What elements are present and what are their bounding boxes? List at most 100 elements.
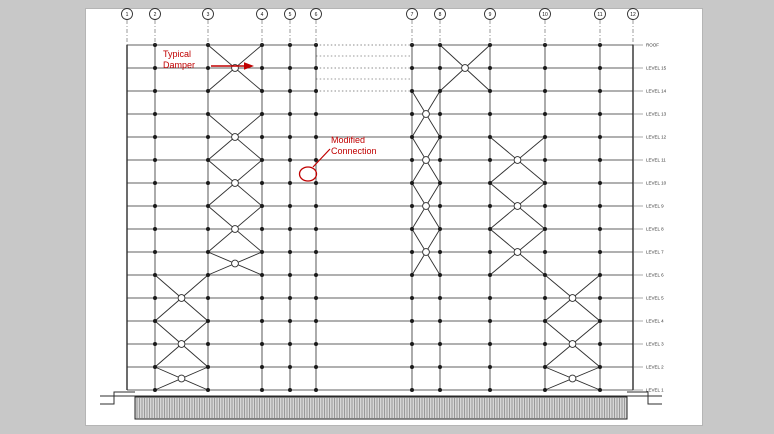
connection-dot bbox=[260, 135, 264, 139]
connection-dot bbox=[488, 388, 492, 392]
connection-dot bbox=[488, 273, 492, 277]
connection-dot bbox=[543, 388, 547, 392]
connection-dot bbox=[153, 250, 157, 254]
connection-dot bbox=[153, 158, 157, 162]
connection-dot bbox=[543, 89, 547, 93]
modified-connection-label-line1: Modified bbox=[331, 135, 365, 145]
grid-bubble-label: 11 bbox=[597, 12, 602, 18]
connection-nodes bbox=[153, 43, 602, 392]
connection-dot bbox=[153, 66, 157, 70]
grid-bubble bbox=[627, 8, 639, 20]
damper-node bbox=[513, 248, 522, 256]
grid-bubble bbox=[539, 8, 551, 20]
connection-dot bbox=[153, 112, 157, 116]
connection-dot bbox=[260, 365, 264, 369]
connection-dot bbox=[314, 89, 318, 93]
connection-dot bbox=[153, 135, 157, 139]
connection-dot bbox=[410, 250, 414, 254]
connection-dot bbox=[206, 181, 210, 185]
connection-dot bbox=[288, 181, 292, 185]
level-label: LEVEL 15 bbox=[646, 66, 667, 71]
damper-node bbox=[177, 294, 186, 302]
grid-bubble bbox=[406, 8, 418, 20]
connection-dot bbox=[488, 66, 492, 70]
damper-node bbox=[177, 374, 186, 383]
connection-dot bbox=[543, 112, 547, 116]
level-label: LEVEL 5 bbox=[646, 296, 664, 301]
connection-dot bbox=[598, 250, 602, 254]
level-label: LEVEL 6 bbox=[646, 273, 664, 278]
connection-dot bbox=[206, 112, 210, 116]
connection-dot bbox=[598, 296, 602, 300]
level-label: ROOF bbox=[646, 43, 659, 48]
connection-dot bbox=[260, 319, 264, 323]
connection-dot bbox=[314, 204, 318, 208]
connection-dot bbox=[206, 296, 210, 300]
connection-dot bbox=[260, 158, 264, 162]
connection-dot bbox=[598, 135, 602, 139]
grid-bubble-label: 6 bbox=[315, 12, 318, 18]
connection-dot bbox=[410, 135, 414, 139]
connection-dot bbox=[543, 204, 547, 208]
damper-node bbox=[177, 340, 186, 348]
connection-dot bbox=[488, 89, 492, 93]
connection-dot bbox=[206, 227, 210, 231]
damper-node bbox=[422, 156, 430, 164]
connection-dot bbox=[260, 227, 264, 231]
connection-dot bbox=[488, 112, 492, 116]
connection-dot bbox=[488, 181, 492, 185]
connection-dot bbox=[260, 250, 264, 254]
connection-dot bbox=[206, 319, 210, 323]
damper-node bbox=[231, 133, 239, 141]
connection-dot bbox=[260, 89, 264, 93]
connection-dot bbox=[438, 296, 442, 300]
level-label: LEVEL 2 bbox=[646, 365, 664, 370]
level-label: LEVEL 12 bbox=[646, 135, 667, 140]
level-label: LEVEL 11 bbox=[646, 158, 666, 163]
level-label: LEVEL 1 bbox=[646, 388, 664, 393]
connection-dot bbox=[288, 388, 292, 392]
connection-dot bbox=[314, 296, 318, 300]
connection-dot bbox=[438, 250, 442, 254]
grid-bubble bbox=[149, 8, 161, 20]
damper-node bbox=[422, 202, 430, 210]
connection-dot bbox=[206, 273, 210, 277]
connection-dot bbox=[488, 158, 492, 162]
connection-dot bbox=[314, 342, 318, 346]
connection-dot bbox=[438, 135, 442, 139]
connection-dot bbox=[206, 135, 210, 139]
connection-dot bbox=[288, 204, 292, 208]
connection-dot bbox=[543, 319, 547, 323]
connection-dot bbox=[488, 135, 492, 139]
connection-dot bbox=[153, 342, 157, 346]
damper-node bbox=[568, 374, 577, 383]
connection-dot bbox=[488, 227, 492, 231]
connection-dot bbox=[260, 112, 264, 116]
connection-dot bbox=[543, 181, 547, 185]
connection-dot bbox=[438, 365, 442, 369]
connection-dot bbox=[206, 342, 210, 346]
connection-dot bbox=[410, 365, 414, 369]
connection-dot bbox=[260, 342, 264, 346]
connection-dot bbox=[410, 158, 414, 162]
connection-dot bbox=[543, 342, 547, 346]
level-label: LEVEL 7 bbox=[646, 250, 664, 255]
connection-dot bbox=[288, 135, 292, 139]
connection-dot bbox=[438, 158, 442, 162]
connection-dot bbox=[598, 227, 602, 231]
connection-dot bbox=[153, 227, 157, 231]
connection-dot bbox=[488, 365, 492, 369]
connection-dot bbox=[598, 89, 602, 93]
damper-arrow-head-icon bbox=[244, 62, 254, 70]
grid-bubble-label: 4 bbox=[261, 12, 264, 18]
level-label: LEVEL 3 bbox=[646, 342, 664, 347]
damper-node bbox=[231, 179, 239, 187]
connection-dot bbox=[314, 135, 318, 139]
connection-dot bbox=[410, 342, 414, 346]
connection-dot bbox=[314, 319, 318, 323]
connection-dot bbox=[438, 112, 442, 116]
connection-dot bbox=[314, 227, 318, 231]
connection-dot bbox=[488, 250, 492, 254]
level-label: LEVEL 10 bbox=[646, 181, 667, 186]
